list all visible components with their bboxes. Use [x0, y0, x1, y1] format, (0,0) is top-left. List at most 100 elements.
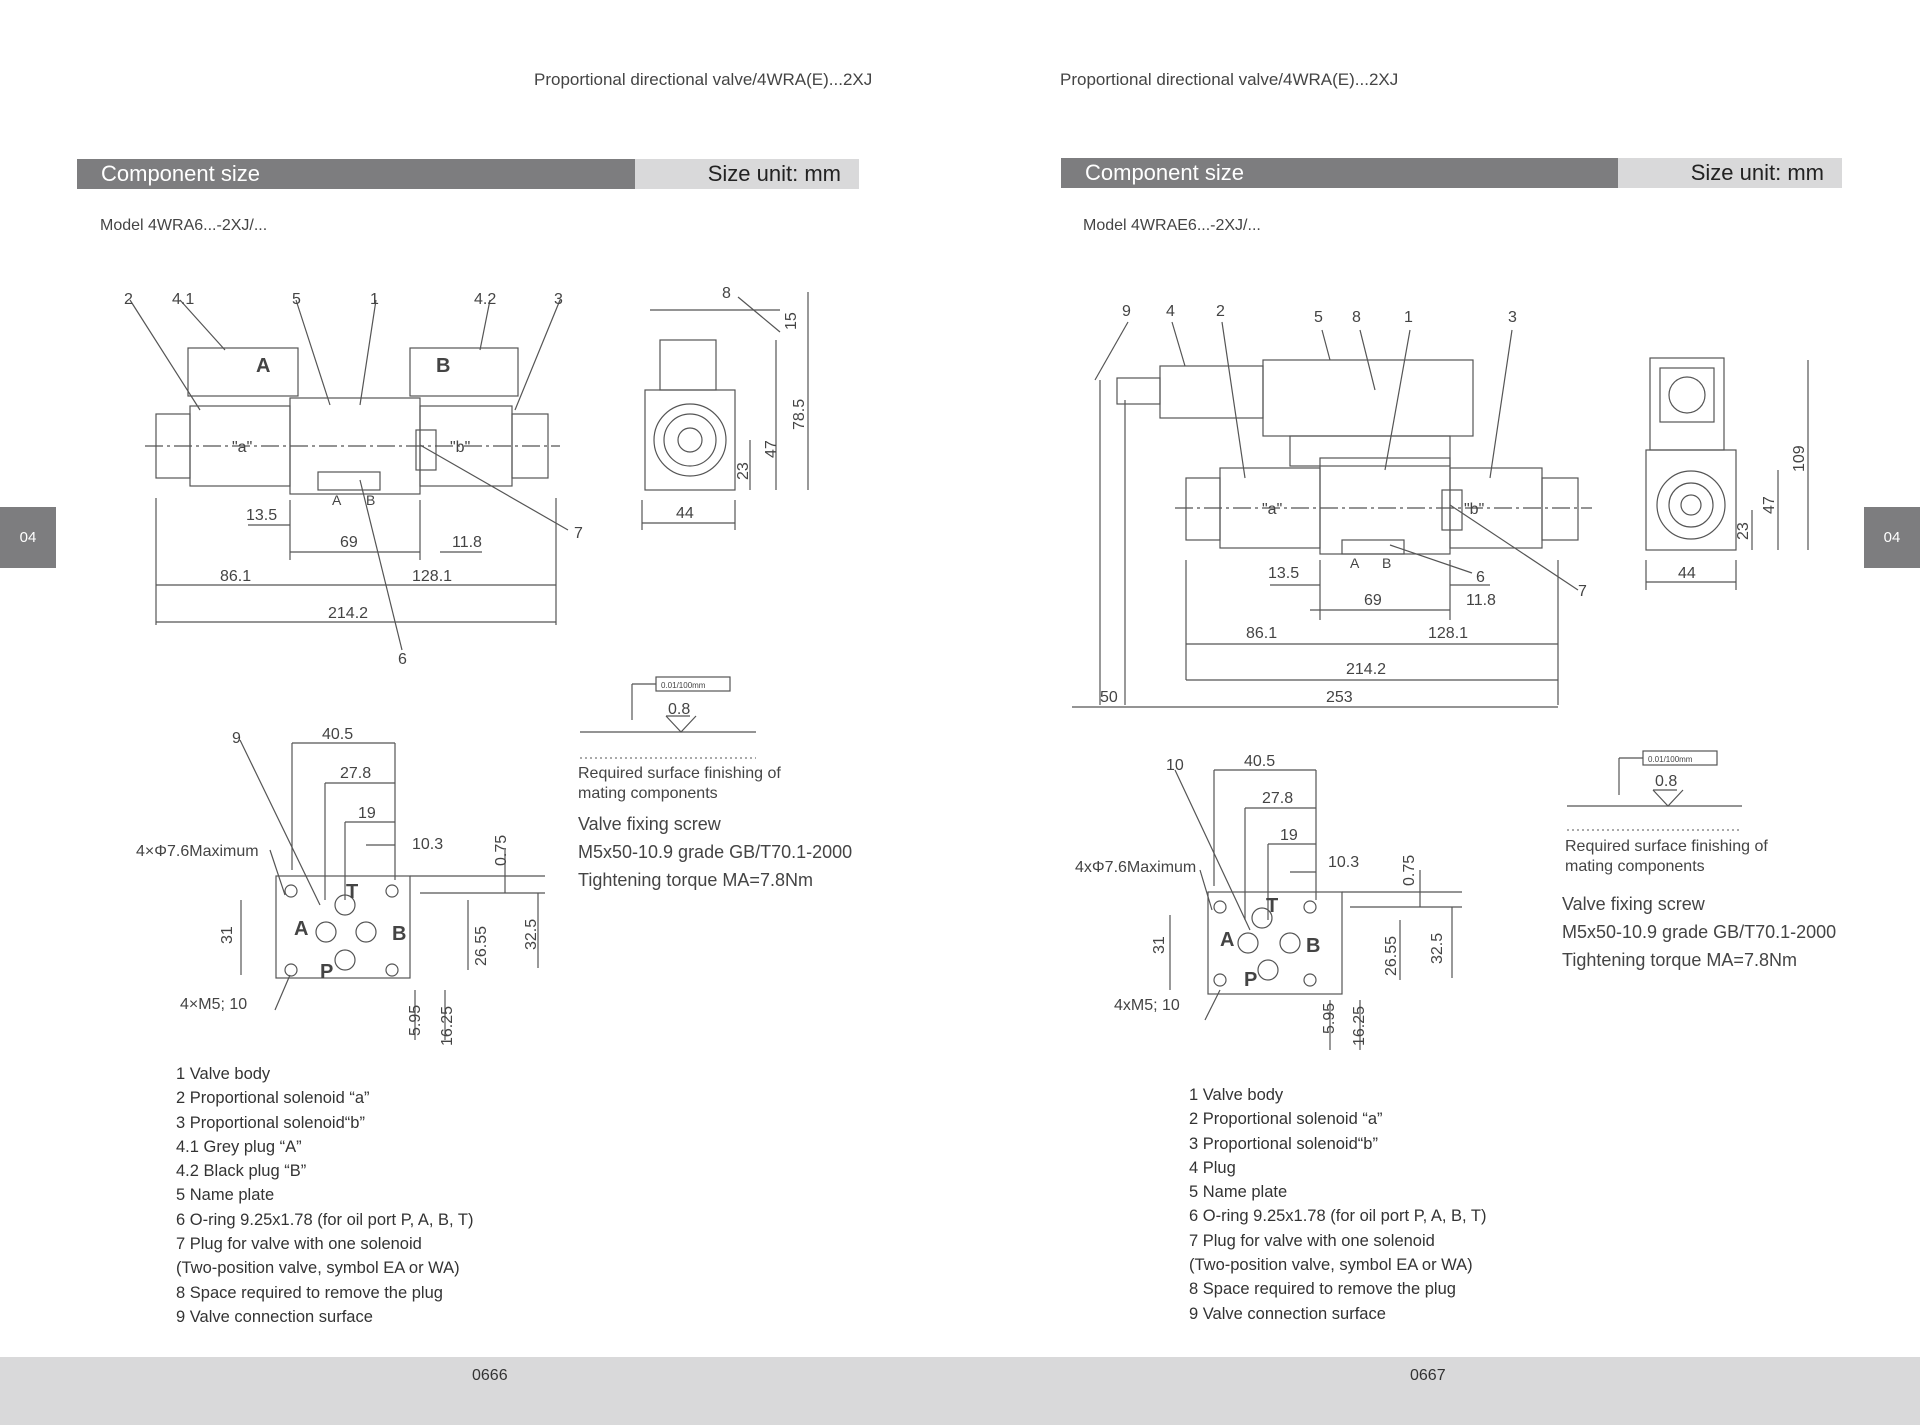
dim: 44 — [676, 505, 694, 522]
page-number-left: 0666 — [472, 1367, 508, 1384]
dim: 19 — [358, 805, 376, 822]
dim: 15 — [783, 312, 800, 330]
section-title-left: Component size — [77, 159, 635, 189]
left-surface-symbol — [580, 676, 756, 759]
legend-item: 7 Plug for valve with one solenoid — [1189, 1231, 1435, 1250]
dim: 214.2 — [1346, 661, 1386, 678]
torque-left: Tightening torque MA=7.8Nm — [578, 870, 813, 890]
legend-item: 7 Plug for valve with one solenoid — [176, 1235, 422, 1254]
legend-item: 1 Valve body — [1189, 1086, 1284, 1104]
port-label: A — [1350, 555, 1360, 571]
screw-title-left: Valve fixing screw — [578, 814, 721, 834]
port-label: B — [392, 923, 406, 945]
callout: 6 — [398, 651, 407, 668]
dim: 214.2 — [328, 605, 368, 622]
solenoid-mark-b: "b" — [450, 439, 470, 456]
solenoid-mark-a: "a" — [1262, 501, 1282, 518]
face-label: 4xΦ7.6Maximum — [1075, 859, 1196, 876]
port-label: T — [346, 881, 358, 903]
port-label: B — [436, 355, 450, 377]
port-label: B — [366, 492, 375, 508]
dim: 253 — [1326, 689, 1353, 706]
dim: 27.8 — [340, 765, 371, 782]
dim: 0.75 — [1401, 855, 1418, 886]
dim: 5.95 — [1321, 1003, 1338, 1034]
callout: 9 — [232, 730, 241, 747]
legend-item: 2 Proportional solenoid “a” — [176, 1089, 370, 1108]
legend-right: 1 Valve body 2 Proportional solenoid “a”… — [1189, 1083, 1486, 1326]
dim: 86.1 — [220, 568, 251, 585]
section-title-right: Component size — [1061, 158, 1618, 188]
callout: 10 — [1166, 757, 1184, 774]
dim: 23 — [735, 462, 752, 480]
legend-item: 8 Space required to remove the plug — [1189, 1280, 1456, 1299]
dim: 128.1 — [412, 568, 452, 585]
port-label: A — [256, 355, 270, 377]
roughness: 0.8 — [1655, 773, 1677, 790]
dim: 128.1 — [1428, 625, 1468, 642]
dim: 69 — [340, 534, 358, 551]
model-left: Model 4WRA6...-2XJ/... — [100, 217, 268, 234]
running-header-left: Proportional directional valve/4WRA(E)..… — [534, 70, 873, 89]
dim: 5.95 — [407, 1005, 424, 1036]
roughness: 0.8 — [668, 701, 690, 718]
left-valve-face — [239, 739, 545, 1040]
right-front-view — [1072, 321, 1592, 708]
legend-item: 3 Proportional solenoid“b” — [1189, 1134, 1378, 1153]
footer-bar — [0, 1357, 1920, 1425]
dim: 44 — [1678, 565, 1696, 582]
callout: 1 — [1404, 309, 1413, 326]
size-unit-right: Size unit: mm — [1618, 158, 1842, 188]
legend-item: 5 Name plate — [1189, 1183, 1288, 1202]
legend-item: 4.1 Grey plug “A” — [176, 1137, 302, 1156]
legend-item: 6 O-ring 9.25x1.78 (for oil port P, A, B… — [176, 1210, 474, 1229]
callout: 4.2 — [474, 291, 496, 308]
dim: 10.3 — [1328, 854, 1359, 871]
callout: 9 — [1122, 303, 1131, 320]
callout: 5 — [1314, 309, 1323, 326]
callout: 8 — [1352, 309, 1361, 326]
legend-left: 1 Valve body 2 Proportional solenoid “a”… — [176, 1062, 473, 1329]
dim: 11.8 — [452, 534, 482, 551]
surface-note-left: Required surface finishing of mating com… — [578, 765, 781, 802]
callout: 2 — [124, 291, 133, 308]
legend-item: 9 Valve connection surface — [1189, 1304, 1386, 1323]
face-label: 4xM5; 10 — [1114, 997, 1180, 1014]
dim: 31 — [1151, 936, 1168, 954]
surface-note-right: Required surface finishing of mating com… — [1565, 838, 1768, 875]
callout: 4.1 — [172, 291, 194, 308]
legend-item: 3 Proportional solenoid“b” — [176, 1113, 365, 1132]
dim: 13.5 — [1268, 565, 1299, 582]
legend-item: 6 O-ring 9.25x1.78 (for oil port P, A, B… — [1189, 1207, 1487, 1226]
dim: 0.75 — [493, 835, 510, 866]
port-label: T — [1266, 895, 1278, 917]
legend-item: 9 Valve connection surface — [176, 1307, 373, 1326]
dim: 23 — [1735, 522, 1752, 540]
page-number-right: 0667 — [1410, 1367, 1446, 1384]
screw-block-right: Valve fixing screw M5x50-10.9 grade GB/T… — [1562, 890, 1836, 974]
screw-spec-right: M5x50-10.9 grade GB/T70.1-2000 — [1562, 922, 1837, 942]
dim: 13.5 — [246, 507, 277, 524]
dim: 86.1 — [1246, 625, 1277, 642]
right-side-view — [1645, 357, 1809, 590]
port-label: P — [1244, 969, 1257, 991]
dim: 27.8 — [1262, 790, 1293, 807]
dim: 69 — [1364, 592, 1382, 609]
callout: 1 — [370, 291, 379, 308]
dim: 26.55 — [1383, 936, 1400, 976]
legend-item: 2 Proportional solenoid “a” — [1189, 1110, 1383, 1129]
screw-block-left: Valve fixing screw M5x50-10.9 grade GB/T… — [578, 810, 852, 894]
port-label: B — [1382, 555, 1391, 571]
legend-item: (Two-position valve, symbol EA or WA) — [1189, 1256, 1473, 1275]
dim: 78.5 — [791, 399, 808, 430]
left-side-view — [641, 292, 809, 530]
dim: 109 — [1791, 445, 1808, 472]
dim: 19 — [1280, 827, 1298, 844]
right-surface-symbol — [1567, 750, 1742, 831]
dim: 40.5 — [322, 726, 353, 743]
dim: 10.3 — [412, 836, 443, 853]
tolerance: 0.01/100mm — [1648, 755, 1693, 764]
dim: 16.25 — [1351, 1006, 1368, 1046]
callout: 7 — [1578, 583, 1587, 600]
